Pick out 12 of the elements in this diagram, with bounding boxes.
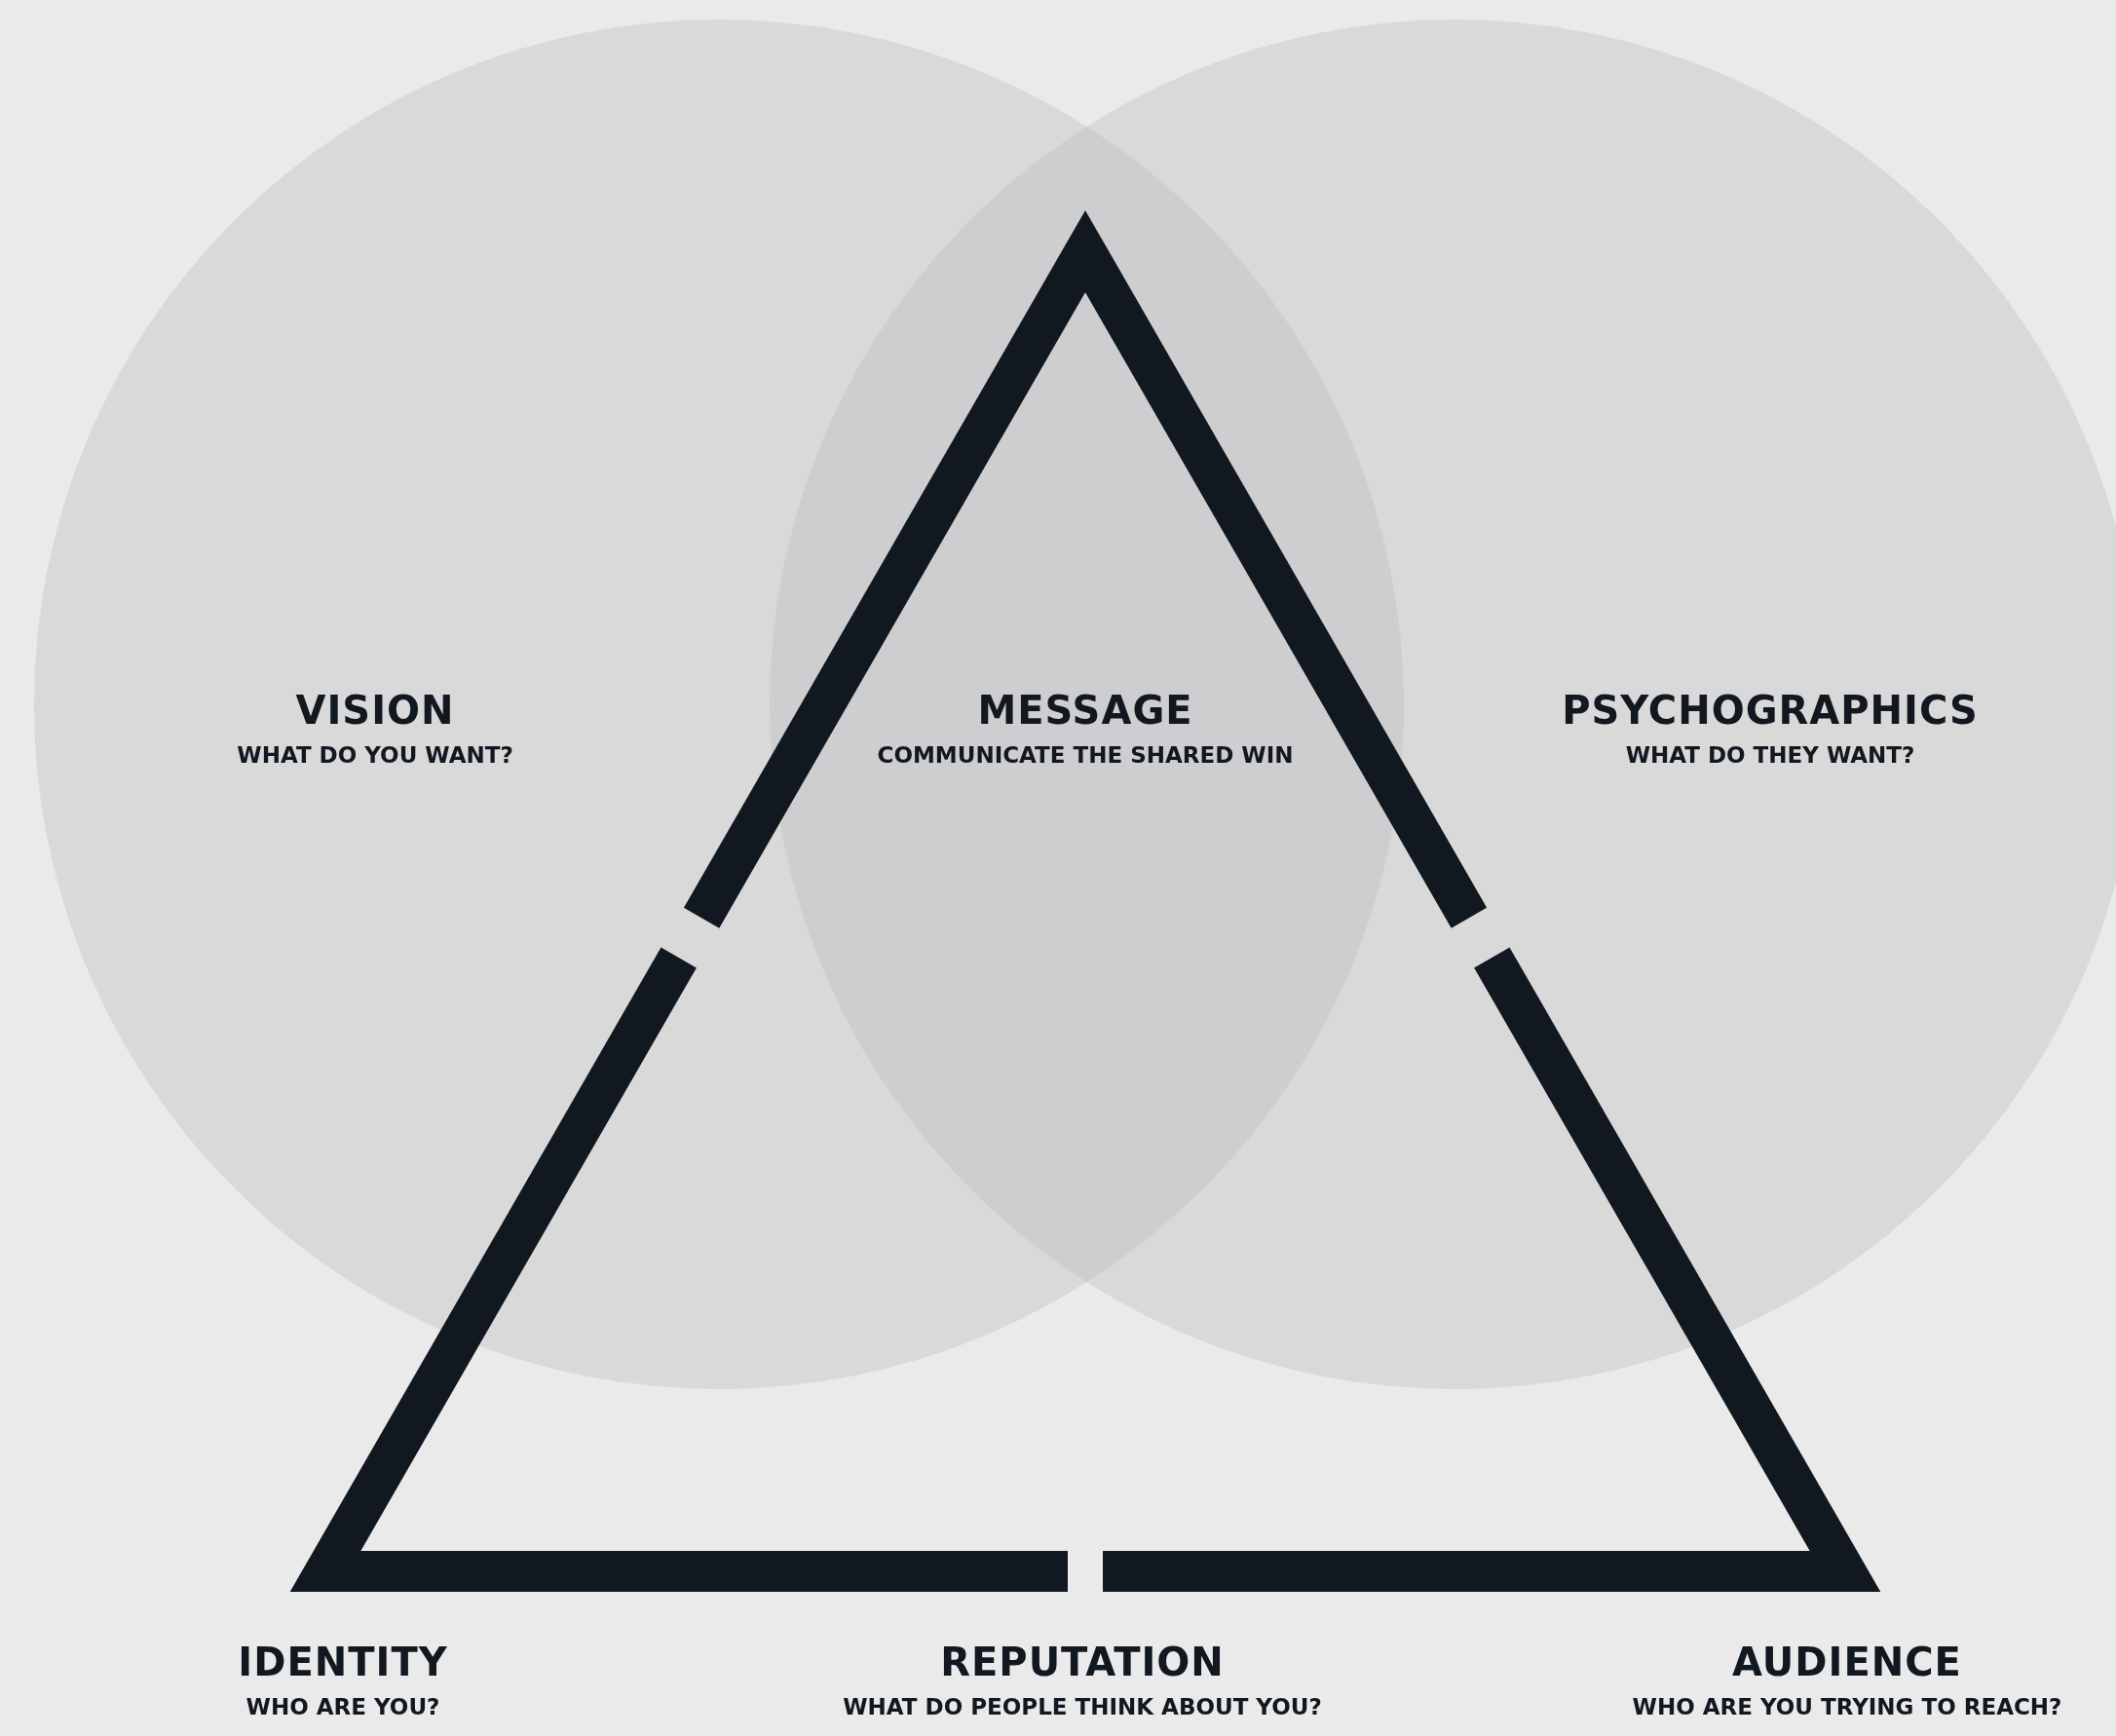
circle-subtitle: WHAT DO YOU WANT?: [237, 742, 513, 768]
overlap-heading: MESSAGE: [977, 688, 1193, 733]
corner-subtitle: WHO ARE YOU TRYING TO REACH?: [1632, 1694, 2062, 1719]
corner-heading: REPUTATION: [940, 1640, 1225, 1684]
corner-heading: AUDIENCE: [1732, 1640, 1962, 1684]
overlap-subtitle: COMMUNICATE THE SHARED WIN: [877, 742, 1294, 768]
corner-heading: IDENTITY: [238, 1640, 448, 1684]
corner-subtitle: WHAT DO PEOPLE THINK ABOUT YOU?: [843, 1694, 1322, 1719]
circle-heading: VISION: [295, 688, 455, 733]
circle-heading: PSYCHOGRAPHICS: [1562, 688, 1979, 733]
circle-subtitle: WHAT DO THEY WANT?: [1625, 742, 1915, 768]
corner-subtitle: WHO ARE YOU?: [246, 1694, 440, 1719]
